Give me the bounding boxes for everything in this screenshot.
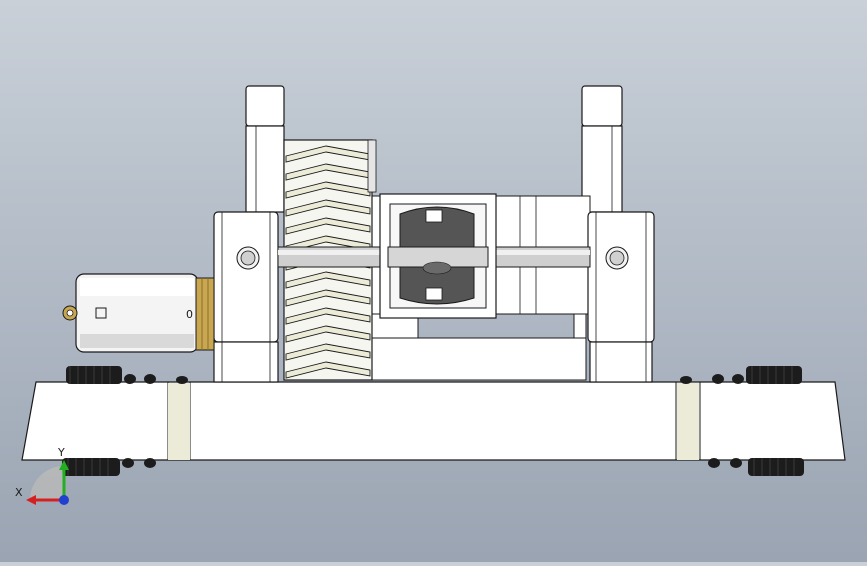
right-upright <box>581 85 623 213</box>
gear-tooth <box>285 181 371 199</box>
chassis-base <box>21 381 846 461</box>
gear-tooth <box>285 307 371 325</box>
wheel-front-right <box>680 366 802 384</box>
gear-tooth <box>285 289 371 307</box>
gear-tooth <box>285 343 371 361</box>
wheel-rear-left <box>62 458 156 476</box>
left-upright <box>245 85 285 213</box>
wheel-front-left <box>66 366 188 384</box>
x-axis-label: X <box>15 486 23 499</box>
gear-tooth <box>285 325 371 343</box>
gear-tooth <box>285 217 371 235</box>
gear-tooth <box>285 199 371 217</box>
gear-tooth <box>285 361 371 379</box>
y-axis-label: Y <box>57 446 65 459</box>
gear-tooth <box>285 271 371 289</box>
coupling-housing <box>379 193 497 319</box>
wheel-rear-right <box>708 458 804 476</box>
motor-label: 0 <box>186 308 193 321</box>
coordinate-triad: Y X <box>15 446 69 505</box>
left-bearing-block <box>213 211 279 383</box>
dc-motor: 0 <box>62 273 215 353</box>
right-bearing-block <box>587 211 655 383</box>
